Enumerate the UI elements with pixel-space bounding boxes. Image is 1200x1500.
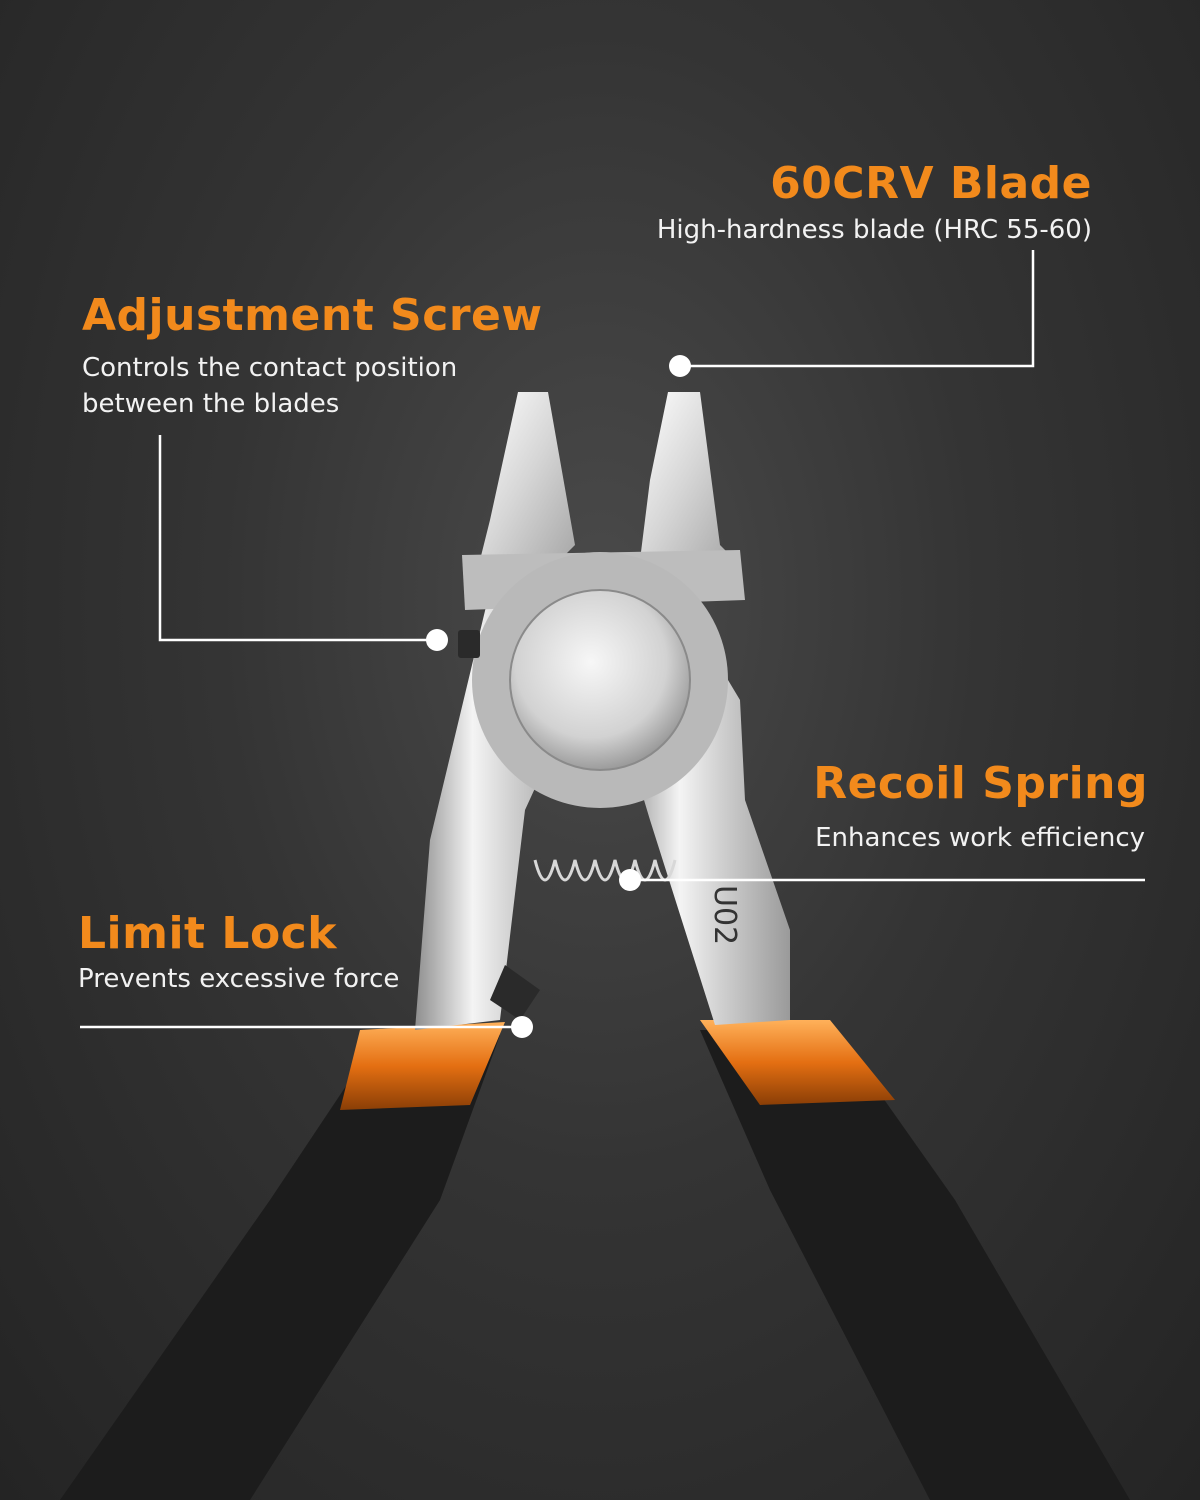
screw-leader-line: [158, 435, 437, 642]
screw-leader-dot: [426, 629, 448, 651]
left-handle: [60, 1022, 505, 1500]
blade-leader-dot: [669, 355, 691, 377]
spring-title: Recoil Spring: [813, 758, 1148, 809]
spring-description: Enhances work efficiency: [815, 823, 1145, 853]
limit-lock: [490, 965, 540, 1020]
spring-leader-dot: [619, 869, 641, 891]
recoil-spring: [533, 859, 677, 882]
screw-description-line2: between the blades: [82, 389, 340, 419]
blade-title: 60CRV Blade: [770, 158, 1092, 209]
lock-leader-dot: [511, 1016, 533, 1038]
pivot-joint: [472, 552, 728, 808]
right-handle: [700, 1020, 1130, 1500]
adjustment-screw: [458, 630, 480, 658]
model-mark: U02: [707, 885, 742, 945]
lock-description: Prevents excessive force: [78, 964, 400, 994]
blade-leader-line: [680, 250, 1035, 368]
screw-description-line1: Controls the contact position: [82, 353, 458, 383]
blade-description: High-hardness blade (HRC 55-60): [656, 215, 1092, 245]
lock-title: Limit Lock: [78, 908, 338, 959]
screw-title: Adjustment Screw: [82, 290, 543, 341]
